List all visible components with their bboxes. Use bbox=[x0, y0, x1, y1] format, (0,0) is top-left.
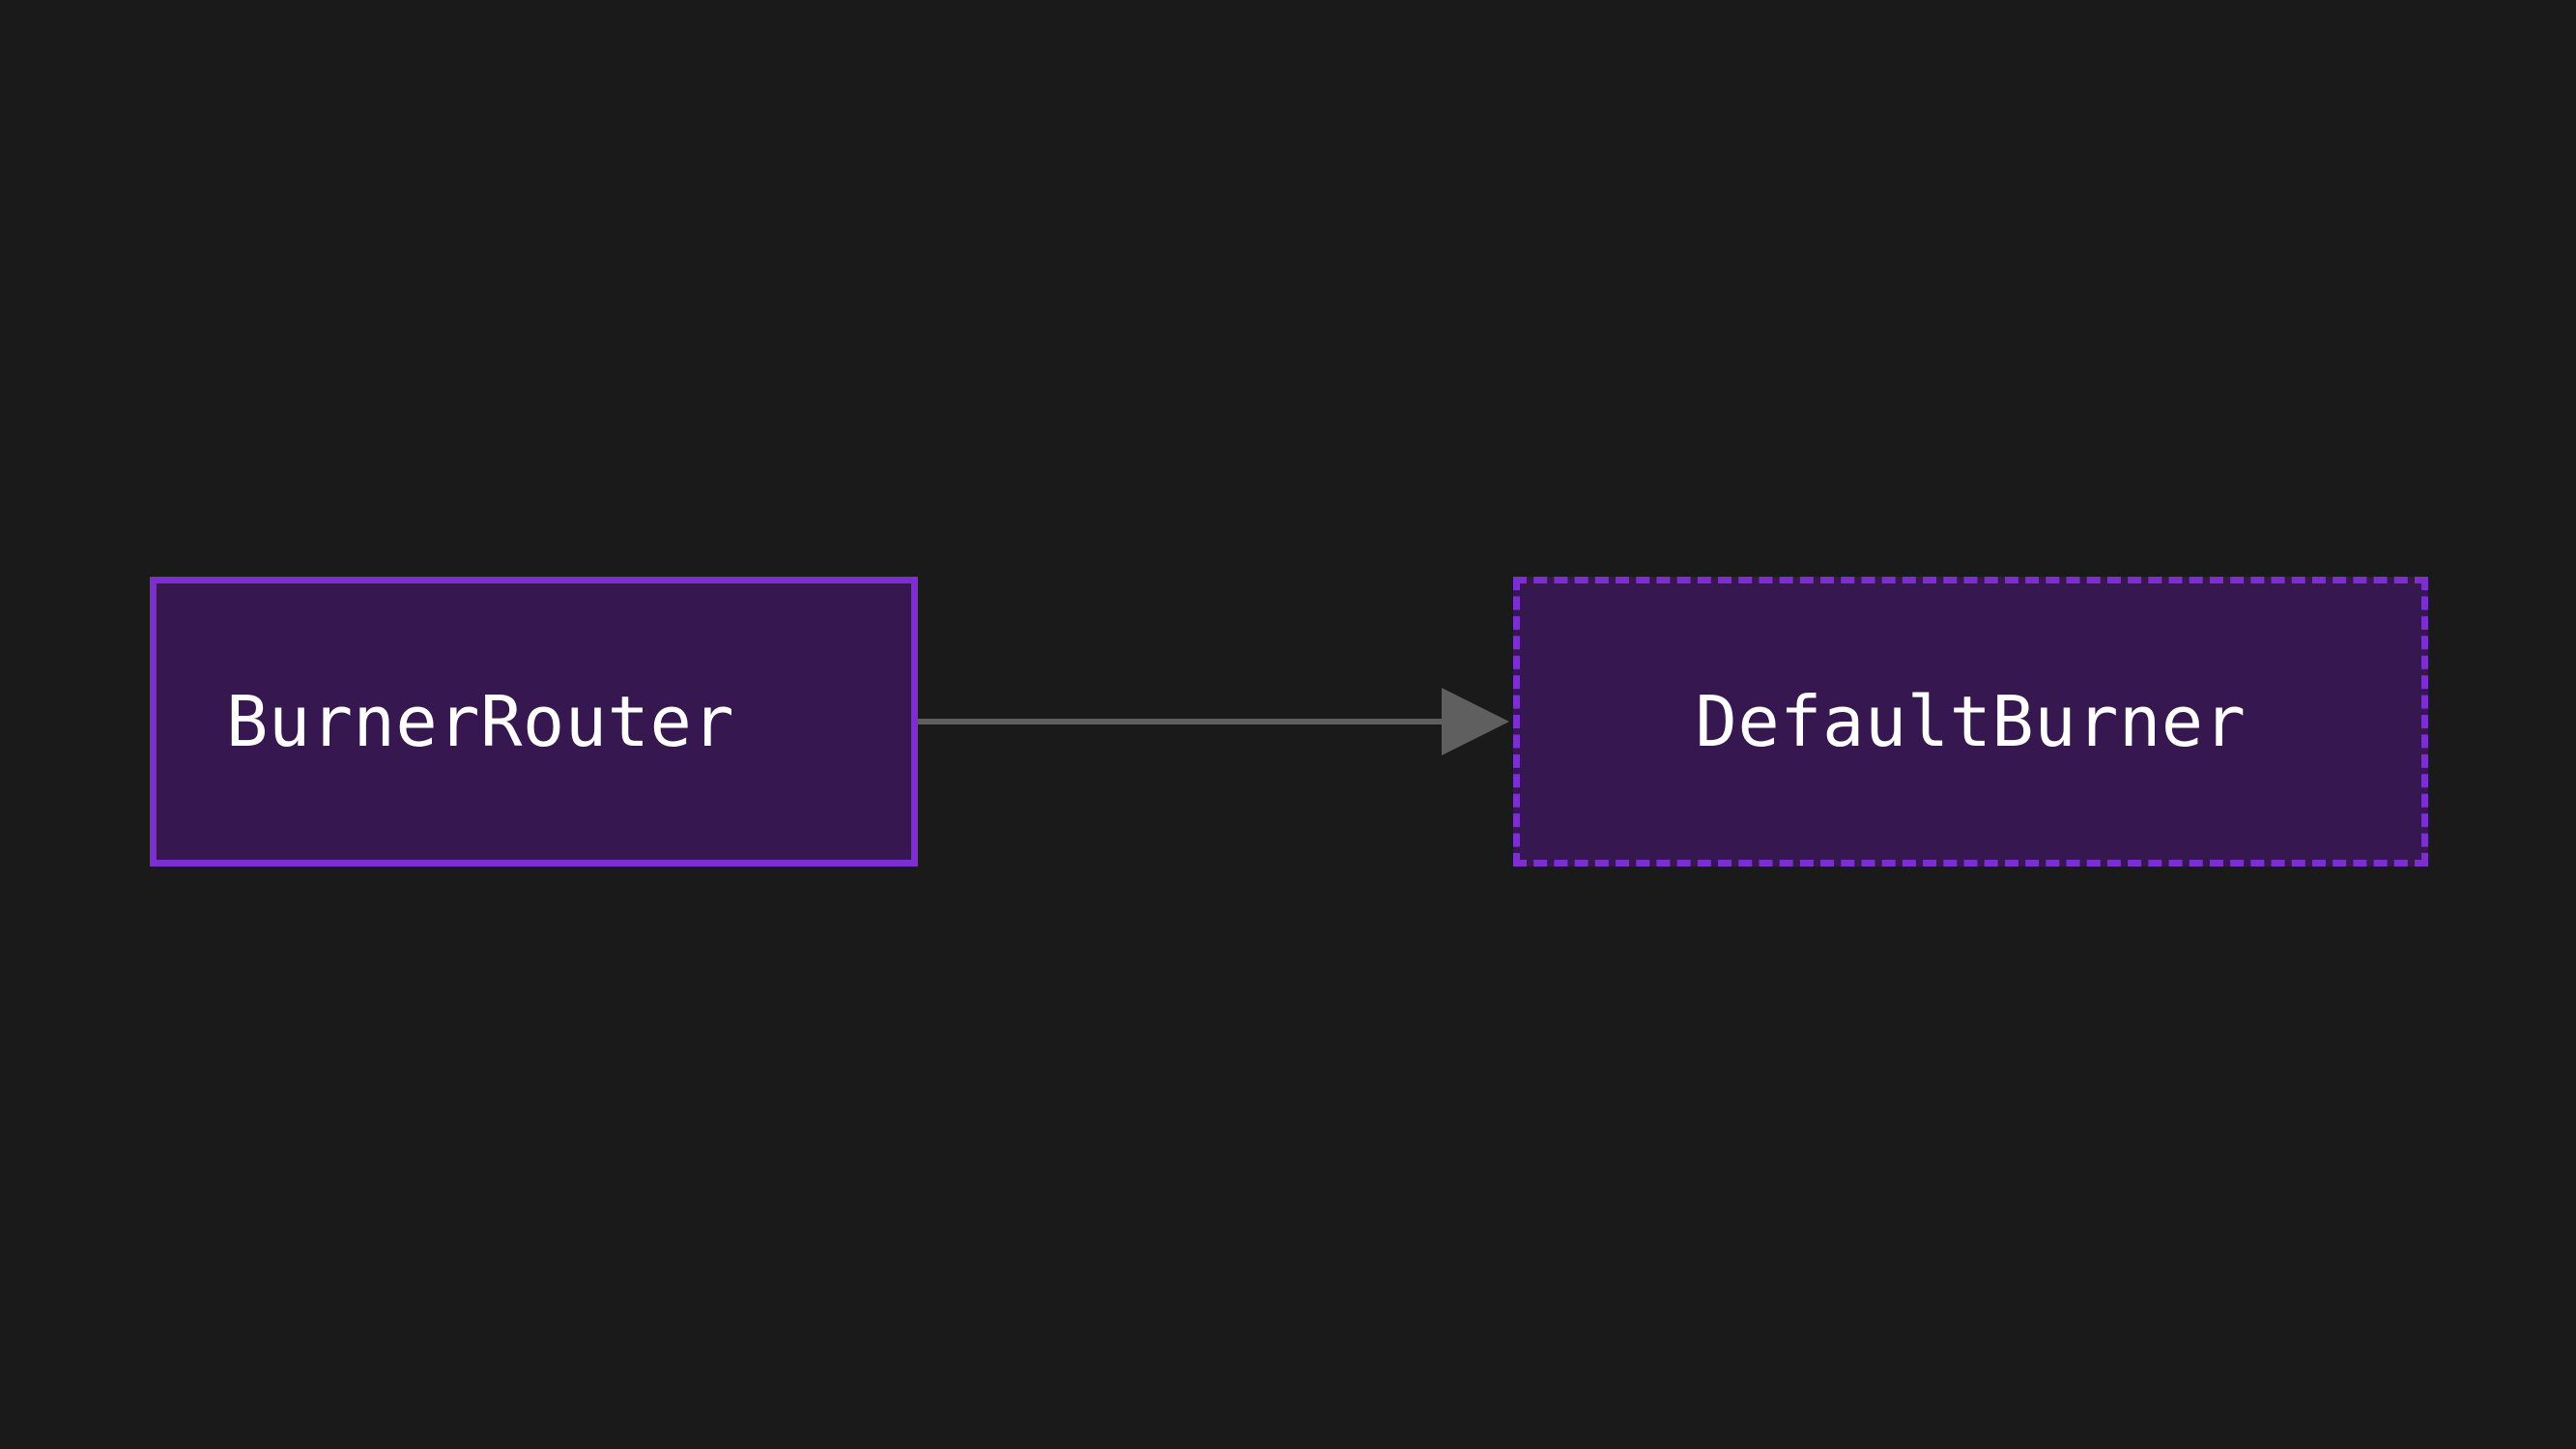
node-default-burner[interactable]: DefaultBurner bbox=[1513, 577, 2428, 867]
node-burner-router-label: BurnerRouter bbox=[226, 681, 735, 762]
node-burner-router[interactable]: BurnerRouter bbox=[150, 577, 918, 867]
arrowhead-icon bbox=[1442, 688, 1509, 755]
edge-burner-router-to-default-burner[interactable] bbox=[918, 688, 1509, 755]
node-default-burner-label: DefaultBurner bbox=[1695, 681, 2247, 762]
